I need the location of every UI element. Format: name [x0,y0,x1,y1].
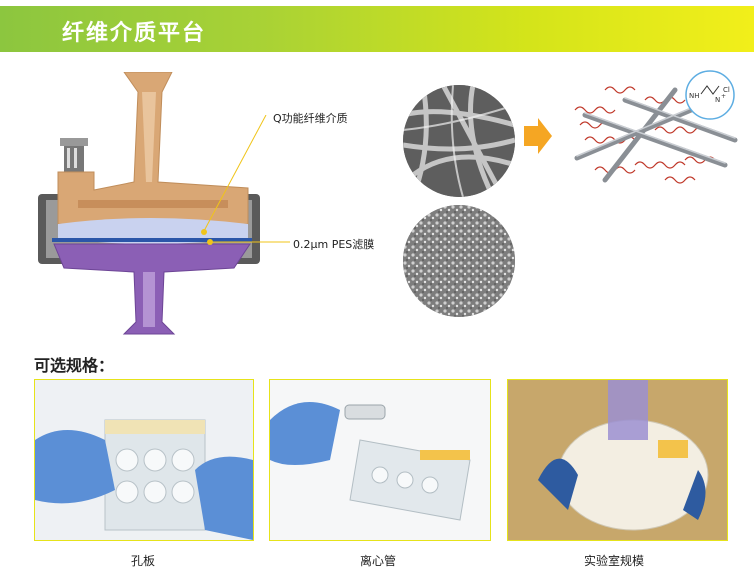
molecule-n-text: N [715,96,720,104]
fiber-sem-image [403,85,515,197]
label-pointer-lines [203,115,290,243]
spin-tube-photo [269,379,491,541]
section-title: 可选规格： [34,356,115,375]
molecule-nh-text: NH [689,92,700,100]
well-plate-photo [34,379,254,541]
page-title: 纤维介质平台 [62,21,207,46]
membrane-label: 0.2μm PES滤膜 [293,238,375,251]
filter-cross-section-diagram [34,72,264,342]
molecule-cl-text: Cl [723,86,730,94]
molecule-plus-text: + [721,93,726,100]
caption-lab-scale: 实验室规模 [584,554,645,568]
arrow-right-icon [524,118,552,154]
fiber-media-label: Q功能纤维介质 [273,112,348,125]
caption-spin-tube: 离心管 [360,554,397,568]
header-banner: 纤维介质平台 [0,6,754,52]
lab-scale-capsule-photo [507,379,728,541]
caption-plate: 孔板 [131,554,156,568]
membrane-sem-image [403,205,515,317]
functionalized-fiber-illustration: NH N + Cl [565,70,745,195]
